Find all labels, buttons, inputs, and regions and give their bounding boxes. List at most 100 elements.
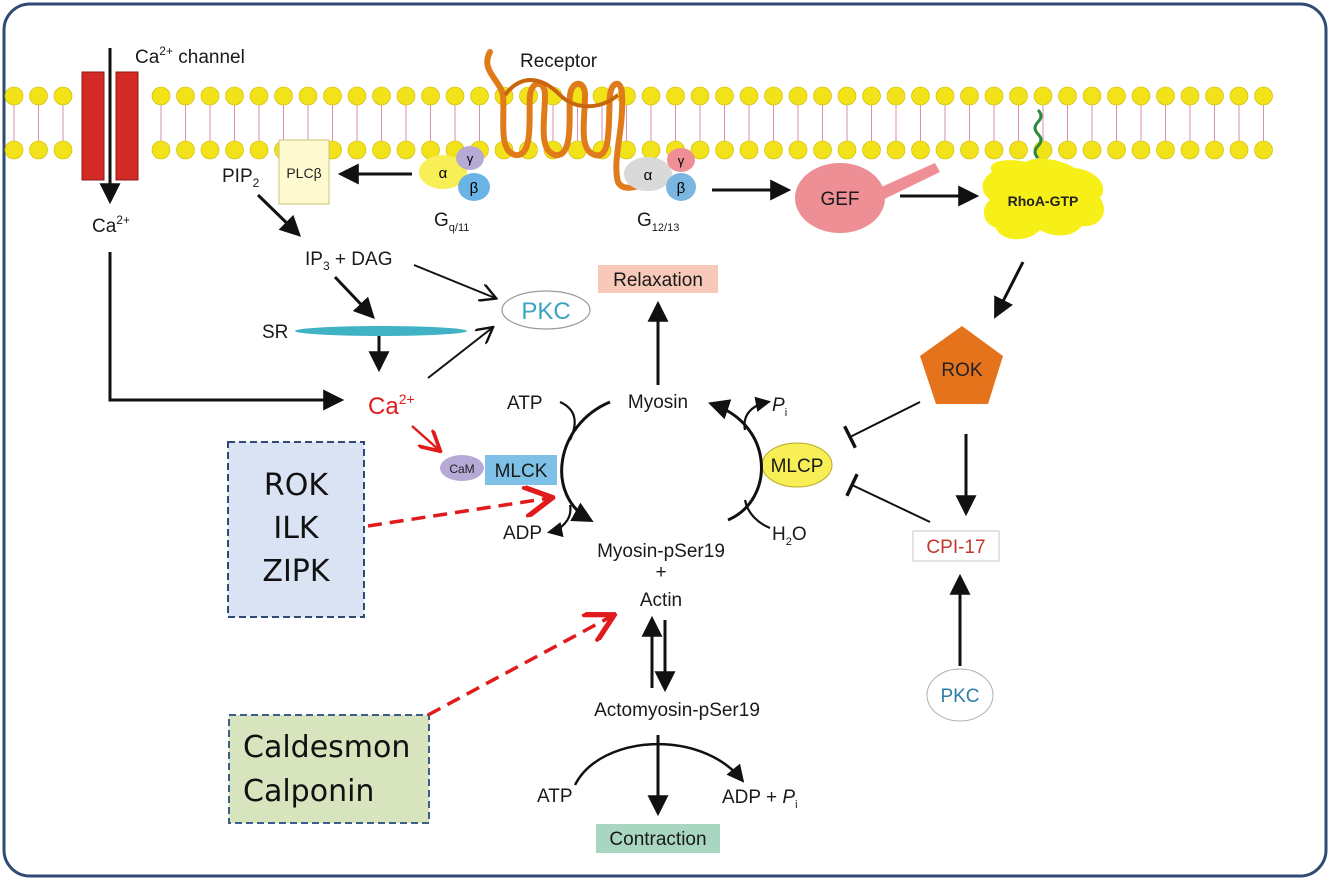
sr-shape — [295, 326, 467, 336]
lipid-head — [641, 86, 661, 106]
lipid-head — [788, 86, 808, 106]
g12-beta: β — [677, 180, 686, 197]
gef-shape — [795, 163, 885, 233]
lipid-head — [935, 86, 955, 106]
arrow-atp-hydrolysis — [573, 742, 745, 786]
lipid-head — [1131, 86, 1151, 106]
lipid-head — [960, 86, 979, 106]
arrow-ca-to-cam — [411, 425, 439, 450]
lipid-head — [1009, 86, 1028, 106]
lipid-head — [1180, 86, 1200, 106]
lipid-head — [1156, 140, 1175, 160]
lipid-head — [249, 86, 269, 106]
lipid-head — [274, 86, 293, 106]
lipid-head — [788, 140, 808, 160]
sr-label: SR — [262, 322, 288, 343]
arrow-ca-to-ca-red — [108, 252, 345, 411]
lipid-head — [641, 140, 661, 160]
actin-binding-box — [228, 714, 430, 824]
lipid-head — [53, 140, 73, 160]
lipid-head — [715, 140, 734, 160]
lipid-head — [1229, 140, 1249, 160]
h2o-label: H2O — [772, 524, 807, 548]
gq-beta: β — [470, 180, 479, 197]
lipid-head — [29, 140, 48, 160]
rhoa-label: RhoA-GTP — [1008, 193, 1079, 209]
kinase-box-line: ZIPK — [262, 554, 330, 589]
gq-gamma: γ — [467, 151, 474, 166]
calcium-channel — [81, 48, 139, 205]
lipid-head — [225, 140, 244, 160]
lipid-head — [1229, 86, 1249, 106]
pkc-top-shape — [501, 290, 591, 330]
lipid-head — [151, 86, 171, 106]
arrow-ca-to-pkc — [427, 328, 492, 379]
mlck-box — [485, 455, 557, 485]
lipid-head — [200, 86, 220, 106]
g12-label: G12/13 — [637, 210, 679, 234]
lipid-head — [1156, 86, 1175, 106]
lipid-head — [1009, 140, 1028, 160]
atp-bottom-label: ATP — [537, 786, 573, 807]
lipid-head — [1082, 86, 1102, 106]
lipid-head — [739, 140, 759, 160]
rok-label: ROK — [941, 360, 983, 381]
lipid-head — [4, 86, 24, 106]
lipid-head — [151, 140, 171, 160]
lipid-head — [764, 86, 783, 106]
lipid-head — [984, 86, 1004, 106]
lipid-head — [1131, 140, 1151, 160]
adp-pi-label: ADP + Pi — [722, 787, 798, 811]
lipid-head — [862, 86, 881, 106]
relaxation-label: Relaxation — [613, 270, 703, 291]
mlcp-label: MLCP — [771, 456, 824, 477]
lipid-head — [1058, 140, 1077, 160]
lipid-head — [372, 86, 391, 106]
lipid-head — [911, 86, 930, 106]
cpi17-box — [912, 530, 1000, 562]
lipid-head — [886, 140, 906, 160]
pkc-bottom-shape — [926, 668, 994, 722]
plcb-box — [278, 139, 330, 205]
lipid-head — [690, 86, 710, 106]
arrow-ip3-to-sr — [333, 275, 375, 320]
lipid-head — [984, 140, 1004, 160]
lipid-head — [1107, 140, 1126, 160]
lipid-head — [1254, 86, 1273, 106]
lipid-head — [862, 140, 881, 160]
lipid-head — [1082, 140, 1102, 160]
kinase-box — [227, 441, 365, 618]
dashed-arrow-actin-binding — [427, 616, 612, 717]
lipid-head — [176, 140, 195, 160]
lipid-head — [960, 140, 979, 160]
lipid-head — [813, 140, 832, 160]
kinase-box-line: ILK — [273, 511, 320, 546]
contraction-label: Contraction — [609, 829, 706, 850]
lipid-head — [29, 86, 48, 106]
g12-gamma: γ — [678, 153, 685, 168]
lipid-anchor — [1033, 108, 1043, 160]
lipid-head — [666, 86, 685, 106]
g12-protein — [624, 148, 696, 201]
pi-top-label: Pi — [772, 395, 787, 419]
lipid-head — [421, 86, 440, 106]
ca-left-label: Ca2+ — [92, 213, 130, 237]
lipid-head — [690, 140, 710, 160]
gq-alpha: α — [439, 165, 448, 182]
lipid-head — [249, 140, 269, 160]
receptor-label: Receptor — [520, 51, 598, 72]
receptor — [484, 49, 641, 191]
rok-shape — [920, 326, 1003, 404]
g12-alpha: α — [644, 167, 653, 184]
ca-channel-label: Ca2+ channel — [135, 44, 245, 68]
adp-left-label: ADP — [503, 523, 542, 544]
inhibit-cpi17-mlcp — [845, 473, 931, 523]
arrow-dag-to-pkc — [413, 264, 495, 298]
lipid-head — [1180, 140, 1200, 160]
actin-box-line: Caldesmon — [243, 730, 410, 765]
myosin-label: Myosin — [628, 392, 688, 413]
mlck-label: MLCK — [495, 461, 548, 482]
lipid-head — [4, 140, 24, 160]
lipid-head — [396, 140, 416, 160]
